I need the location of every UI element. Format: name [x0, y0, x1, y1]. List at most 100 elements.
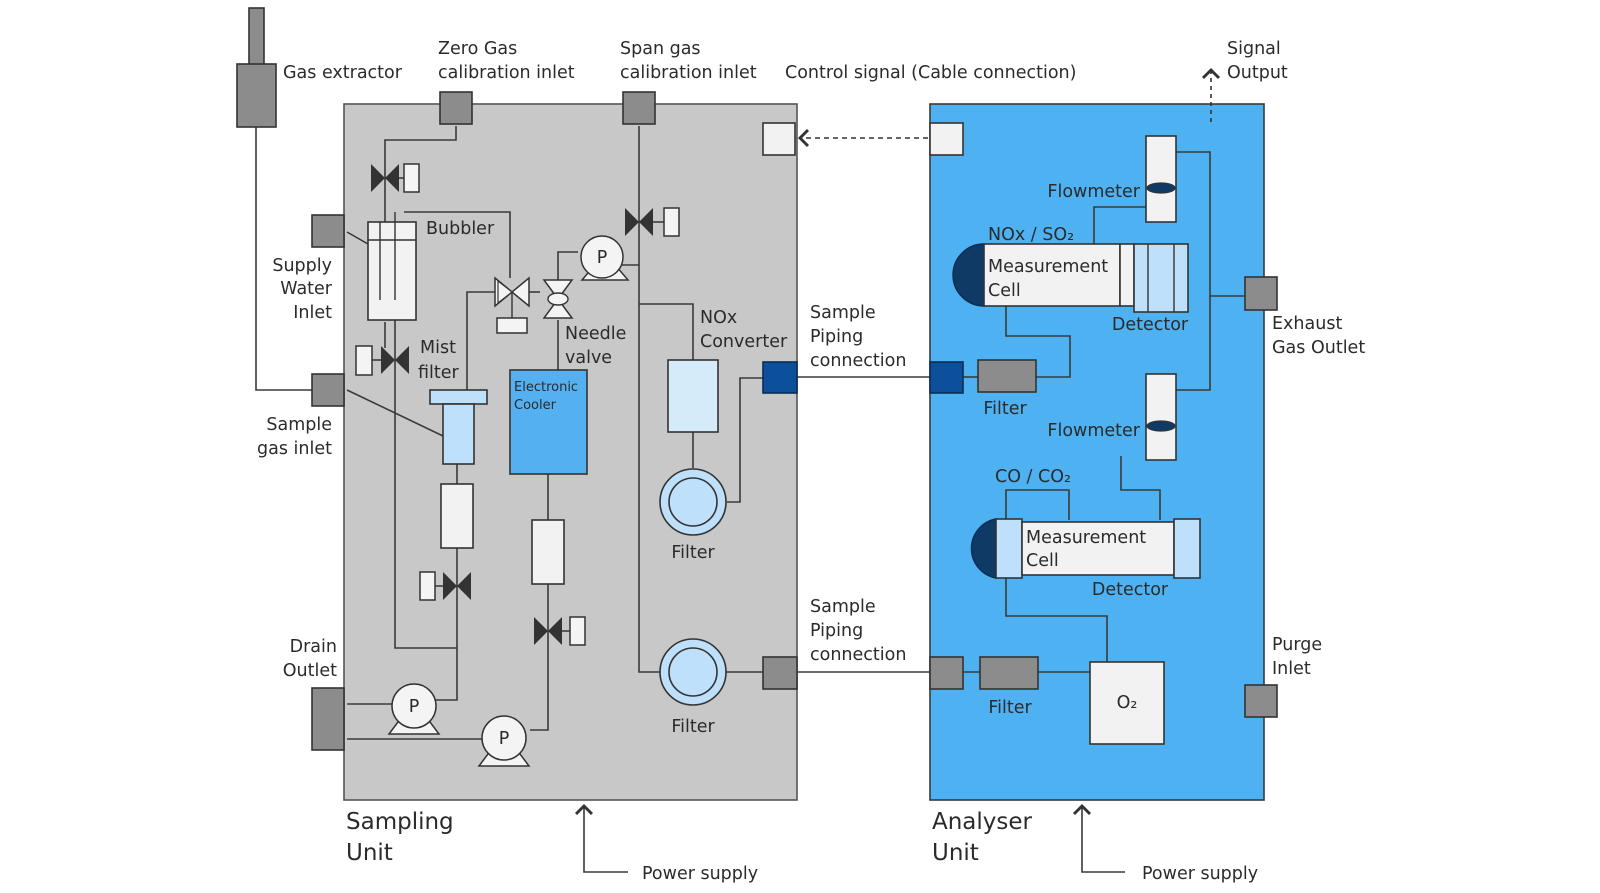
label-power-supply-left: Power supply — [642, 864, 758, 884]
label-sample-piping-lower-2: Piping — [810, 621, 863, 641]
label-detector-upper: Detector — [1112, 315, 1189, 335]
label-mist-filter-2: filter — [418, 363, 460, 383]
label-exhaust-1: Exhaust — [1272, 314, 1342, 334]
label-drain-1: Drain — [290, 637, 337, 657]
label-supply-water-1: Supply — [272, 256, 332, 276]
gas-extractor — [236, 63, 277, 128]
purge-inlet — [1244, 684, 1278, 718]
flowmeter-upper — [1145, 135, 1177, 223]
label-control-signal: Control signal (Cable connection) — [785, 63, 1076, 83]
label-analyser-filter-upper: Filter — [983, 399, 1027, 419]
flowmeter-lower — [1145, 373, 1177, 461]
pump-left-symbol: P — [409, 697, 420, 717]
electronic-cooler — [509, 369, 588, 475]
valve-drain-left — [419, 571, 471, 601]
label-power-supply-right: Power supply — [1142, 864, 1258, 884]
valve-drain-right — [534, 616, 586, 646]
label-analyser-unit-2: Unit — [932, 840, 979, 866]
sample-piping-connector-lower-analyser — [929, 656, 964, 690]
zero-gas-inlet — [439, 91, 473, 125]
measurement-cell-nox — [952, 243, 1135, 307]
control-signal-receiver — [762, 122, 796, 156]
label-span-gas-2: calibration inlet — [620, 63, 757, 83]
label-signal-output-1: Signal — [1227, 39, 1281, 59]
label-bubbler: Bubbler — [426, 219, 495, 239]
mist-filter-cap — [429, 389, 488, 405]
label-sample-piping-lower-1: Sample — [810, 597, 876, 617]
label-purge-2: Inlet — [1272, 659, 1311, 679]
sample-piping-connector-lower-sampling — [762, 656, 798, 690]
analyser-piping — [797, 151, 1245, 673]
analyser-filter-upper — [977, 359, 1037, 393]
label-flowmeter-upper: Flowmeter — [1047, 182, 1140, 202]
label-sample-piping-upper-1: Sample — [810, 303, 876, 323]
three-way-valve — [494, 276, 530, 334]
label-purge-1: Purge — [1272, 635, 1322, 655]
needle-valve — [542, 279, 574, 319]
pump-drain-right: P — [477, 715, 531, 767]
label-filter-lower: Filter — [671, 717, 715, 737]
drain-outlet — [311, 687, 345, 751]
label-flowmeter-lower: Flowmeter — [1047, 421, 1140, 441]
label-sampling-unit-1: Sampling — [346, 809, 454, 835]
filter-lower — [659, 638, 727, 706]
label-drain-2: Outlet — [283, 661, 337, 681]
label-electronic-cooler-1: Electronic — [514, 380, 578, 395]
label-nox-converter-1: NOx — [700, 308, 737, 328]
label-detector-lower: Detector — [1092, 580, 1169, 600]
sample-gas-inlet — [311, 373, 345, 407]
label-signal-output-2: Output — [1227, 63, 1288, 83]
detector-nox — [1133, 243, 1189, 313]
inline-filter-left — [440, 483, 474, 549]
label-sample-piping-lower-3: connection — [810, 645, 906, 665]
label-span-gas-1: Span gas — [620, 39, 701, 59]
label-sample-gas-1: Sample — [266, 415, 332, 435]
label-gas-extractor: Gas extractor — [283, 63, 403, 83]
valve-mist-filter — [355, 345, 409, 376]
supply-water-inlet — [311, 214, 345, 248]
label-analyser-filter-lower: Filter — [988, 698, 1032, 718]
label-meas-cell-lower-1: Measurement — [1026, 528, 1146, 548]
label-meas-cell-lower-2: Cell — [1026, 551, 1059, 571]
label-needle-valve-1: Needle — [565, 324, 626, 344]
filter-nox — [659, 468, 727, 536]
pump-top: P — [580, 235, 630, 281]
valve-span-gas — [625, 207, 680, 237]
o2-analyser — [1089, 661, 1165, 745]
label-sample-gas-2: gas inlet — [257, 439, 332, 459]
nox-converter — [667, 359, 719, 433]
label-supply-water-3: Inlet — [293, 303, 332, 323]
label-nox-converter-2: Converter — [700, 332, 788, 352]
exhaust-gas-outlet — [1244, 276, 1278, 311]
label-o2: O₂ — [1117, 693, 1138, 713]
bubbler — [367, 221, 417, 321]
valve-zero-gas — [371, 163, 420, 193]
sample-piping-connector-upper-sampling — [762, 361, 798, 394]
sampling-piping — [255, 126, 763, 740]
power-supply-left-arrow — [574, 803, 628, 873]
label-sample-piping-upper-2: Piping — [810, 327, 863, 347]
label-exhaust-2: Gas Outlet — [1272, 338, 1365, 358]
gas-extractor-pipe — [248, 7, 265, 67]
power-supply-right-arrow — [1072, 803, 1125, 873]
label-nox-so2: NOx / SO₂ — [988, 225, 1074, 245]
inline-filter-right — [531, 519, 565, 585]
label-sampling-unit-2: Unit — [346, 840, 393, 866]
label-electronic-cooler-2: Cooler — [514, 398, 557, 413]
span-gas-inlet — [622, 91, 656, 125]
pump-right-symbol: P — [499, 729, 510, 749]
label-co-co2: CO / CO₂ — [995, 467, 1071, 487]
label-zero-gas-2: calibration inlet — [438, 63, 575, 83]
detector-co — [1173, 518, 1201, 579]
label-mist-filter-1: Mist — [420, 338, 456, 358]
labels: Gas extractor Zero Gas calibration inlet… — [257, 39, 1365, 884]
label-supply-water-2: Water — [280, 279, 333, 299]
label-filter-upper: Filter — [671, 543, 715, 563]
sample-piping-connector-upper-analyser — [929, 361, 964, 394]
measurement-cell-co — [970, 518, 1175, 579]
pump-drain-left: P — [387, 683, 441, 735]
pump-top-symbol: P — [597, 248, 608, 268]
control-signal-transmitter — [929, 122, 964, 156]
label-sample-piping-upper-3: connection — [810, 351, 906, 371]
